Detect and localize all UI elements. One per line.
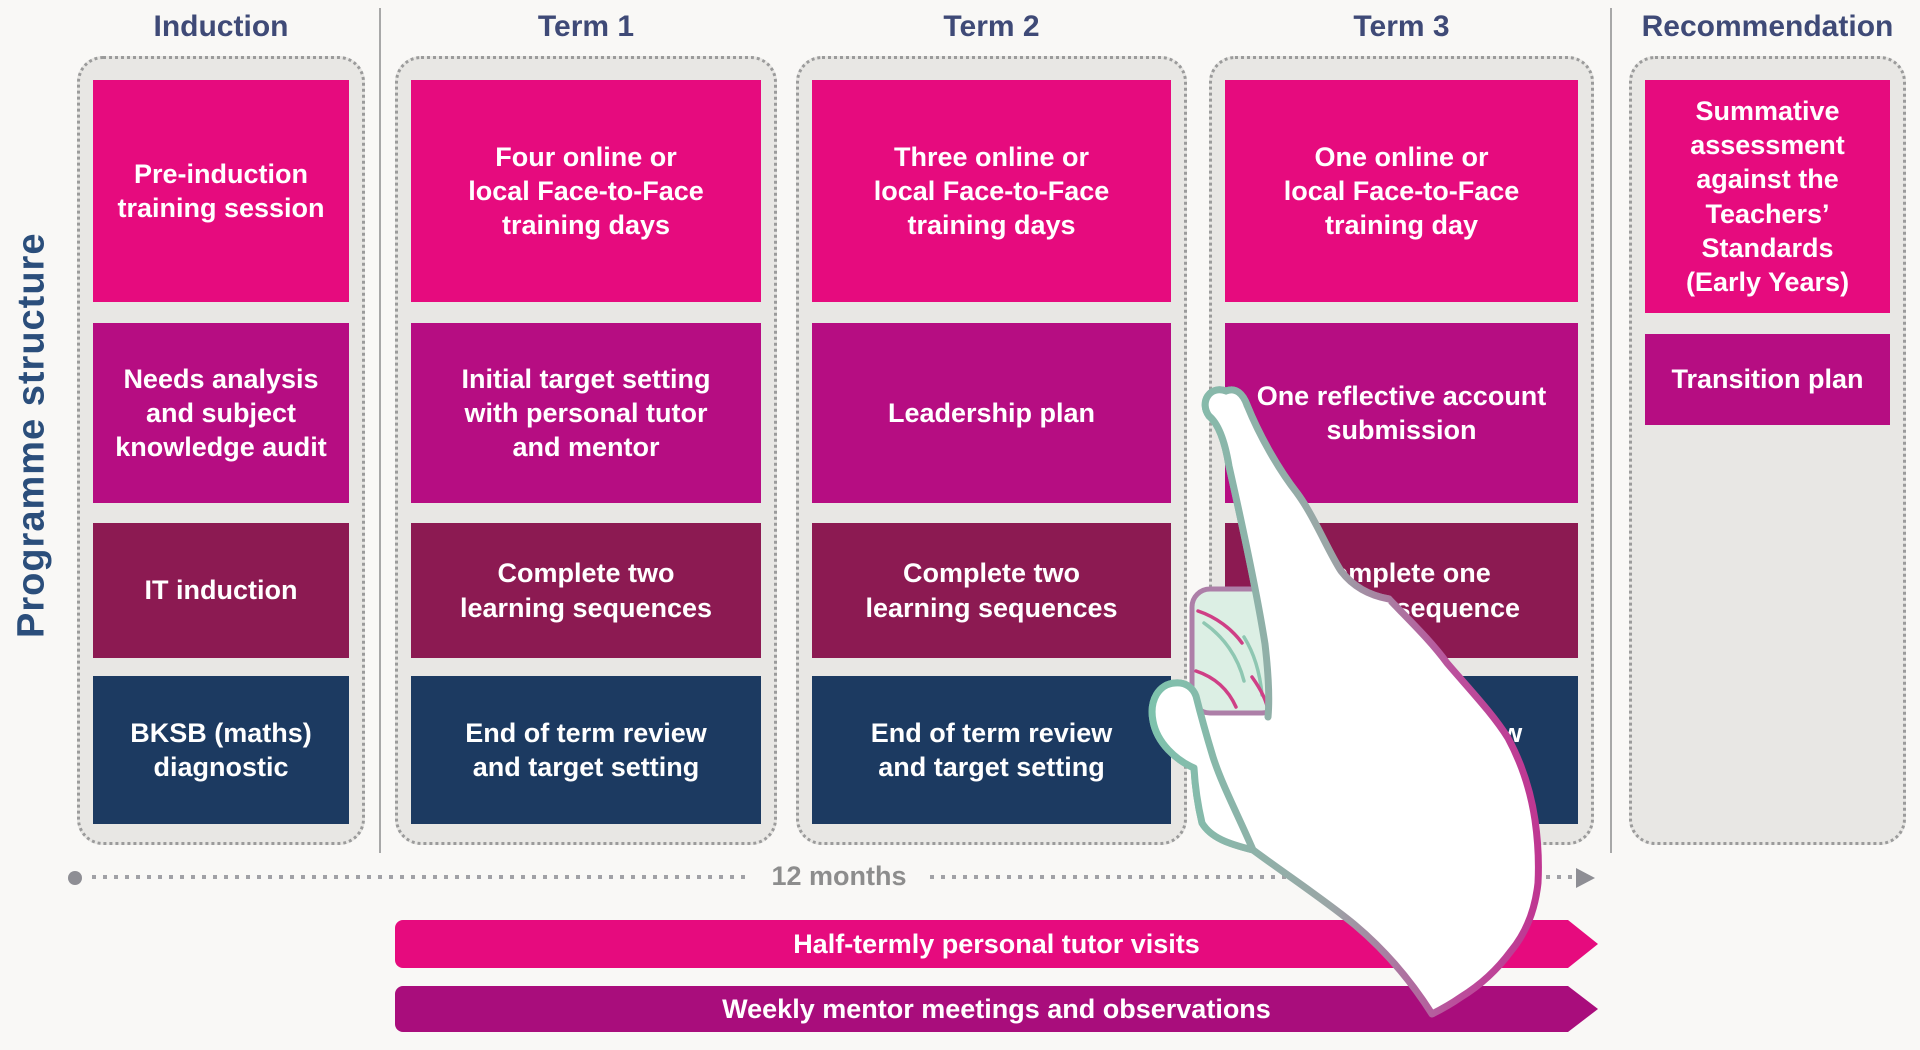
column-header-term-3: Term 3 [1353, 10, 1450, 43]
timeline-arrow-icon [1576, 868, 1595, 888]
hand-finger-outline-tip [1201, 386, 1251, 420]
hand-finger [1205, 389, 1389, 717]
column-induction: Induction Pre-induction training session… [77, 0, 365, 900]
card-one-training-day: One online or local Face-to-Face trainin… [1225, 80, 1578, 302]
card-end-of-term-review: End of term review and target setting [411, 676, 761, 824]
timeline-dotted-line [930, 875, 1574, 879]
card-initial-target-setting: Initial target setting with personal tut… [411, 323, 761, 503]
card-pre-induction-training: Pre-induction training session [93, 80, 349, 302]
column-header-recommendation: Recommendation [1641, 10, 1894, 43]
column-divider [379, 8, 381, 853]
card-needs-analysis: Needs analysis and subject knowledge aud… [93, 323, 349, 503]
column-term-1: Term 1 Four online or local Face-to-Face… [395, 0, 777, 900]
column-recommendation: Recommendation Summative assessment agai… [1629, 0, 1906, 900]
card-summative-assessment: Summative assessment against the Teacher… [1645, 80, 1890, 313]
card-end-of-term-review: End of term review and target setting [812, 676, 1171, 824]
hand-thumb [1148, 679, 1257, 854]
card-four-training-days: Four online or local Face-to-Face traini… [411, 80, 761, 302]
timeline-start-dot [68, 871, 82, 885]
hand-finger-outline-left [1205, 412, 1273, 721]
card-bksb-diagnostic: BKSB (maths) diagnostic [93, 676, 349, 824]
column-divider [1610, 8, 1612, 853]
card-it-induction: IT induction [93, 523, 349, 658]
column-header-induction: Induction [153, 10, 289, 43]
banner-mentor-meetings: Weekly mentor meetings and observations [395, 986, 1598, 1032]
column-term-2: Term 2 Three online or local Face-to-Fac… [796, 0, 1187, 900]
column-header-term-1: Term 1 [537, 10, 635, 43]
card-two-learning-sequences: Complete two learning sequences [411, 523, 761, 658]
timeline-label: 12 months [771, 861, 907, 891]
hand-finger-outline-right [1243, 401, 1393, 603]
card-two-learning-sequences: Complete two learning sequences [812, 523, 1171, 658]
card-three-training-days: Three online or local Face-to-Face train… [812, 80, 1171, 302]
vertical-axis-label: Programme structure [10, 232, 53, 638]
card-transition-plan: Transition plan [1645, 334, 1890, 425]
column-header-term-2: Term 2 [943, 10, 1040, 43]
card-leadership-plan: Leadership plan [812, 323, 1171, 503]
timeline-dotted-line [92, 875, 748, 879]
pointer-hand-icon [1148, 386, 1542, 1018]
